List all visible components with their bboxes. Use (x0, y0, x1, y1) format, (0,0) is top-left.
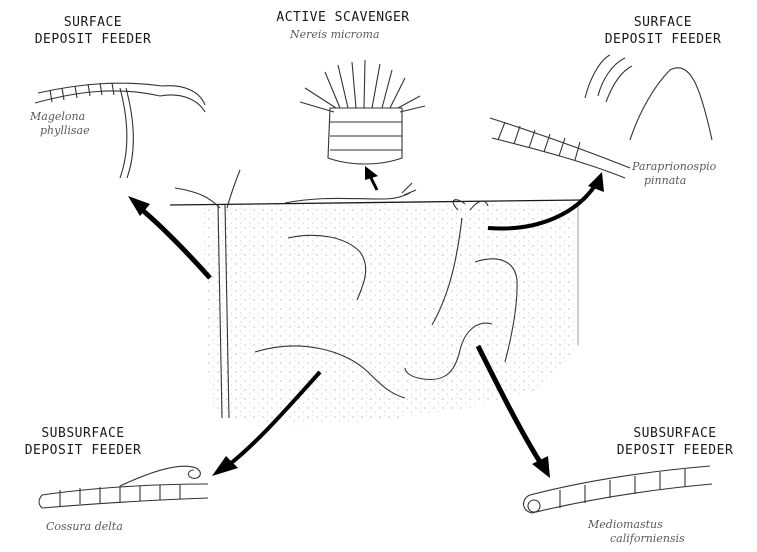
label-line1: ACTIVE SCAVENGER (258, 9, 428, 26)
nereis-surface-tentacles (402, 183, 416, 195)
species-line1: Cossura delta (46, 520, 123, 534)
species-magelona: Magelona phyllisae (30, 110, 90, 138)
cossura-figure (39, 466, 208, 508)
species-line1: Nereis microma (290, 28, 380, 42)
species-line2: phyllisae (30, 124, 90, 138)
label-line1: SUBSURFACE (600, 425, 750, 442)
label-line1: SUBSURFACE (8, 425, 158, 442)
species-mediomastus: Mediomastus californiensis (588, 518, 685, 546)
label-line1: SURFACE (28, 14, 158, 31)
nereis-figure (300, 60, 425, 164)
label-surface-feeder-left: SURFACE DEPOSIT FEEDER (28, 14, 158, 48)
label-line2: DEPOSIT FEEDER (28, 31, 158, 48)
label-subsurface-feeder-right: SUBSURFACE DEPOSIT FEEDER (600, 425, 750, 459)
nereis-surface-worm (285, 193, 410, 203)
label-line2: DEPOSIT FEEDER (8, 442, 158, 459)
species-line2: pinnata (632, 174, 716, 188)
label-line1: SURFACE (588, 14, 738, 31)
species-line1: Magelona (30, 110, 90, 124)
species-cossura: Cossura delta (46, 520, 123, 534)
label-subsurface-feeder-left: SUBSURFACE DEPOSIT FEEDER (8, 425, 158, 459)
label-line2: DEPOSIT FEEDER (600, 442, 750, 459)
label-line2: DEPOSIT FEEDER (588, 31, 738, 48)
arrow-to-magelona (140, 208, 210, 278)
species-nereis: Nereis microma (290, 28, 380, 42)
species-paraprionospio: Paraprionospio pinnata (632, 160, 716, 188)
arrow-to-nereis-head (365, 166, 378, 180)
label-surface-feeder-right: SURFACE DEPOSIT FEEDER (588, 14, 738, 48)
sediment-block (170, 200, 582, 425)
species-line1: Paraprionospio (632, 160, 716, 174)
mediomastus-figure (524, 466, 713, 513)
species-line1: Mediomastus (588, 518, 685, 532)
label-active-scavenger: ACTIVE SCAVENGER (258, 9, 428, 26)
species-line2: californiensis (588, 532, 685, 546)
